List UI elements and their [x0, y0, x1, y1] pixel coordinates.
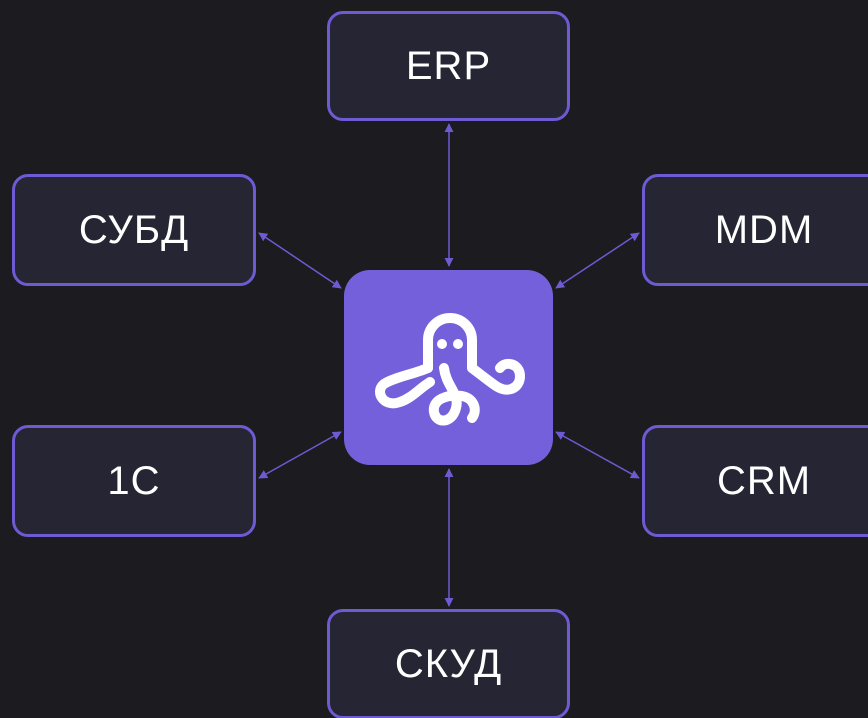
- connector-subd: [258, 232, 342, 289]
- node-1c: 1C: [12, 425, 256, 537]
- node-subd-label: СУБД: [78, 207, 190, 252]
- node-skud: СКУД: [327, 609, 570, 718]
- connector-crm: [555, 431, 640, 479]
- node-mdm: MDM: [642, 174, 868, 286]
- node-erp-label: ERP: [405, 43, 492, 88]
- node-1c-label: 1C: [107, 458, 161, 503]
- node-subd: СУБД: [12, 174, 256, 286]
- hub-logo: [344, 270, 553, 465]
- connector-1c: [258, 431, 342, 479]
- connector-mdm: [555, 232, 640, 289]
- node-crm: CRM: [642, 425, 868, 537]
- octopus-icon: [375, 313, 525, 426]
- node-crm-label: CRM: [716, 458, 812, 503]
- node-erp: ERP: [327, 11, 570, 121]
- node-skud-label: СКУД: [394, 641, 503, 686]
- node-mdm-label: MDM: [714, 207, 814, 252]
